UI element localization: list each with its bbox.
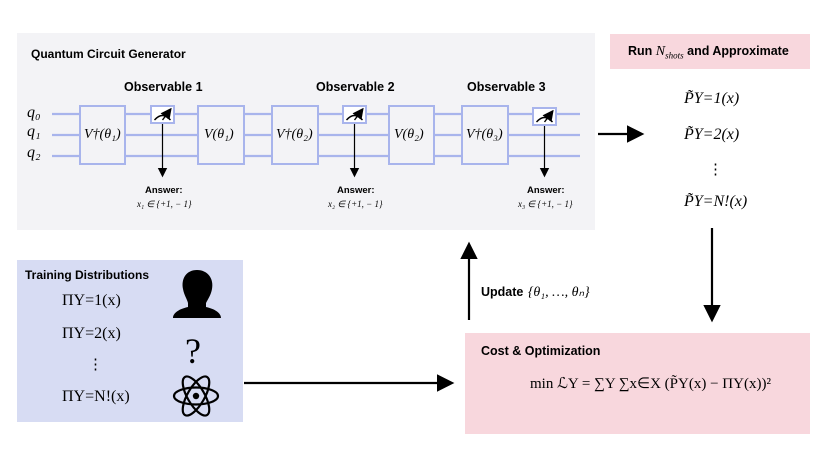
cost-title: Cost & Optimization	[481, 344, 601, 358]
gate-label-vdagger-1: V†(θ₁)	[84, 127, 121, 142]
gate-v-1	[197, 105, 245, 165]
answer-2-label: Answer:	[337, 185, 375, 196]
answer-1-value: x₁ ∈ {+1, − 1}	[137, 199, 192, 209]
observable-2-label: Observable 2	[316, 80, 395, 94]
run-title-suffix: and Approximate	[687, 44, 789, 58]
gate-label-vdagger-3: V†(θ₃)	[466, 127, 503, 142]
meter-icon-1	[150, 105, 175, 124]
cost-panel	[465, 333, 810, 434]
gate-label-vdagger-2: V†(θ₂)	[276, 127, 313, 142]
gate-label-v-1: V(θ₁)	[204, 127, 234, 142]
training-item-1: ΠY=1(x)	[62, 292, 121, 309]
meter-icon-2	[342, 105, 367, 124]
run-title-prefix: Run	[628, 44, 653, 58]
training-ellipsis: ⋮	[88, 357, 103, 373]
atom-icon	[172, 375, 220, 417]
meter-icon-3	[532, 107, 557, 126]
run-item-1: P̃Y=1(x)	[684, 90, 740, 107]
update-label: Update {θ₁, …, θₙ}	[481, 283, 590, 301]
gate-vdagger-2	[271, 105, 319, 165]
answer-1-label: Answer:	[145, 185, 183, 196]
run-item-3: P̃Y=N!(x)	[684, 193, 748, 210]
update-params: {θ₁, …, θₙ}	[527, 285, 590, 300]
gate-v-2	[388, 105, 435, 165]
training-item-3: ΠY=N!(x)	[62, 388, 130, 405]
gate-vdagger-3	[461, 105, 509, 165]
answer-2-value: x₂ ∈ {+1, − 1}	[328, 199, 383, 209]
gate-vdagger-1	[79, 105, 126, 165]
question-mark-icon: ?	[185, 331, 201, 371]
cost-formula: min ℒY = ∑Y ∑x∈X (P̃Y(x) − ΠY(x))²	[530, 376, 771, 392]
observable-1-label: Observable 1	[124, 80, 203, 94]
gate-label-v-2: V(θ₂)	[394, 127, 424, 142]
qubit-label-q1: q₁	[27, 123, 41, 140]
run-title: Run Nshots and Approximate	[628, 44, 789, 61]
run-title-sub: shots	[665, 50, 684, 61]
answer-3-label: Answer:	[527, 185, 565, 196]
person-icon	[173, 270, 221, 318]
training-item-2: ΠY=2(x)	[62, 325, 121, 342]
run-item-2: P̃Y=2(x)	[684, 126, 740, 143]
observable-3-label: Observable 3	[467, 80, 546, 94]
run-box	[610, 34, 810, 69]
training-title: Training Distributions	[25, 268, 150, 282]
qubit-label-q2: q₂	[27, 144, 41, 161]
qubit-label-q0: q₀	[27, 104, 41, 121]
run-title-symbol: N	[655, 44, 666, 59]
run-ellipsis: ⋮	[708, 162, 723, 178]
answer-3-value: x₃ ∈ {+1, − 1}	[518, 199, 573, 209]
update-label-text: Update	[481, 285, 524, 299]
circuit-title: Quantum Circuit Generator	[31, 47, 186, 61]
